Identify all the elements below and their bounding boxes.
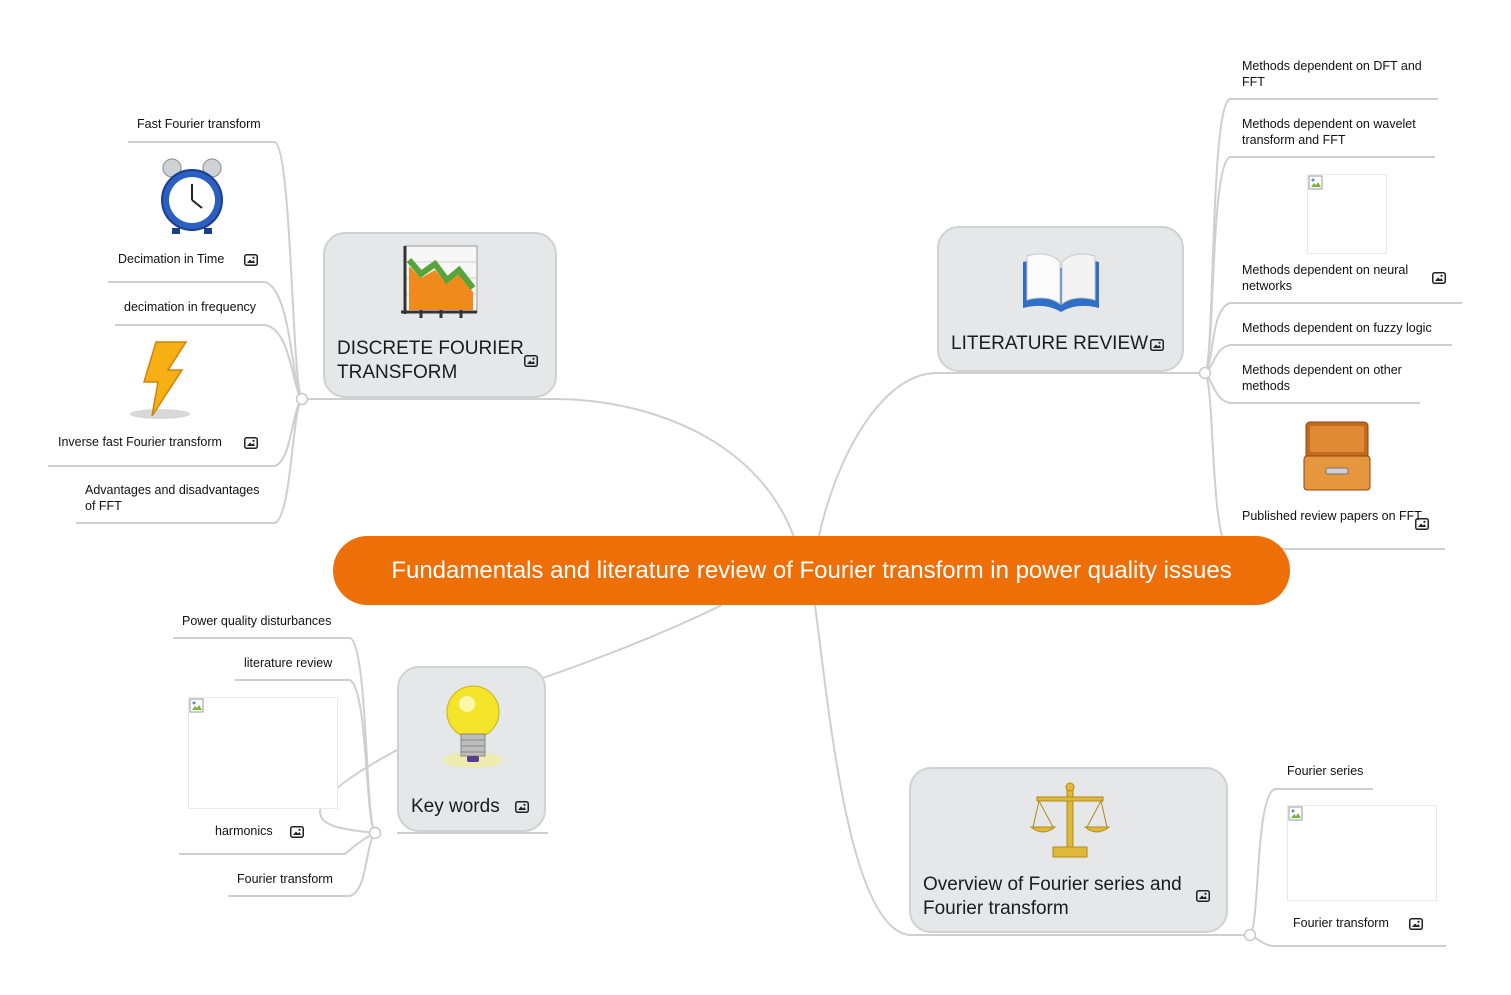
topic-discrete-fourier-transform[interactable]: DISCRETE FOURIER TRANSFORM: [323, 232, 557, 398]
topic-title-line2: TRANSFORM: [337, 362, 458, 383]
subtopic-fourier-series[interactable]: Fourier series: [1287, 764, 1364, 778]
subtopic-literature-review[interactable]: literature review: [244, 656, 333, 670]
image-icon: [515, 801, 529, 813]
subtopic-other-methods[interactable]: Methods dependent on other methods: [1242, 363, 1402, 393]
topic-title-line1: Overview of Fourier series and: [923, 874, 1182, 895]
topic-title: LITERATURE REVIEW: [951, 333, 1149, 354]
chart-icon: [401, 245, 478, 318]
subtopic-fourier-transform-overview[interactable]: Fourier transform: [1293, 916, 1389, 930]
broken-image-icon: [189, 698, 204, 713]
image-icon: [1432, 272, 1446, 284]
filing-cabinet-icon: [1303, 421, 1371, 491]
subtopic-advantages-disadvantages-fft[interactable]: Advantages and disadvantages of FFT: [85, 483, 260, 513]
lightbulb-icon: [443, 685, 503, 768]
topic-title: Overview of Fourier series and Fourier t…: [923, 873, 1182, 921]
subtopic-fuzzy-logic-methods[interactable]: Methods dependent on fuzzy logic: [1242, 321, 1432, 335]
image-icon: [244, 437, 258, 449]
image-icon: [1196, 890, 1210, 902]
central-topic[interactable]: Fundamentals and literature review of Fo…: [333, 536, 1290, 605]
image-icon: [1409, 918, 1423, 930]
subtopic-power-quality-disturbances[interactable]: Power quality disturbances: [182, 614, 332, 628]
central-topic-label: Fundamentals and literature review of Fo…: [391, 556, 1232, 584]
image-icon: [1150, 339, 1164, 351]
topic-key-words[interactable]: Key words: [397, 666, 546, 832]
subtopic-decimation-in-time[interactable]: Decimation in Time: [118, 252, 225, 266]
topic-title-line1: DISCRETE FOURIER: [337, 338, 524, 359]
broken-image: [1287, 805, 1437, 901]
broken-image: [1307, 174, 1387, 254]
subtopic-fast-fourier-transform[interactable]: Fast Fourier transform: [137, 117, 261, 131]
broken-image-icon: [1308, 175, 1323, 190]
topic-title: DISCRETE FOURIER TRANSFORM: [337, 337, 524, 385]
topic-title-line2: Fourier transform: [923, 898, 1069, 919]
image-icon: [244, 254, 258, 266]
subtopic-decimation-in-frequency[interactable]: decimation in frequency: [124, 300, 257, 314]
subtopic-harmonics[interactable]: harmonics: [215, 824, 273, 838]
image-icon: [524, 355, 538, 367]
image-icon: [290, 826, 304, 838]
topic-overview-fourier[interactable]: Overview of Fourier series and Fourier t…: [909, 767, 1228, 933]
alarm-clock-icon: [161, 158, 223, 234]
book-icon: [1023, 253, 1099, 312]
broken-image-icon: [1288, 806, 1303, 821]
image-icon: [1415, 518, 1429, 530]
subtopic-neural-network-methods[interactable]: Methods dependent on neural networks: [1242, 263, 1409, 293]
lightning-icon: [130, 341, 190, 419]
subtopic-wavelet-fft-methods[interactable]: Methods dependent on wavelet transform a…: [1242, 117, 1416, 147]
subtopic-dft-fft-methods[interactable]: Methods dependent on DFT and FFT: [1242, 59, 1422, 89]
subtopic-published-review-papers[interactable]: Published review papers on FFT: [1242, 509, 1422, 523]
scales-icon: [1029, 782, 1111, 858]
broken-image: [188, 697, 338, 809]
topic-title: Key words: [411, 796, 500, 817]
subtopic-inverse-fft[interactable]: Inverse fast Fourier transform: [58, 435, 222, 449]
subtopic-fourier-transform[interactable]: Fourier transform: [237, 872, 333, 886]
topic-literature-review[interactable]: LITERATURE REVIEW: [937, 226, 1184, 372]
